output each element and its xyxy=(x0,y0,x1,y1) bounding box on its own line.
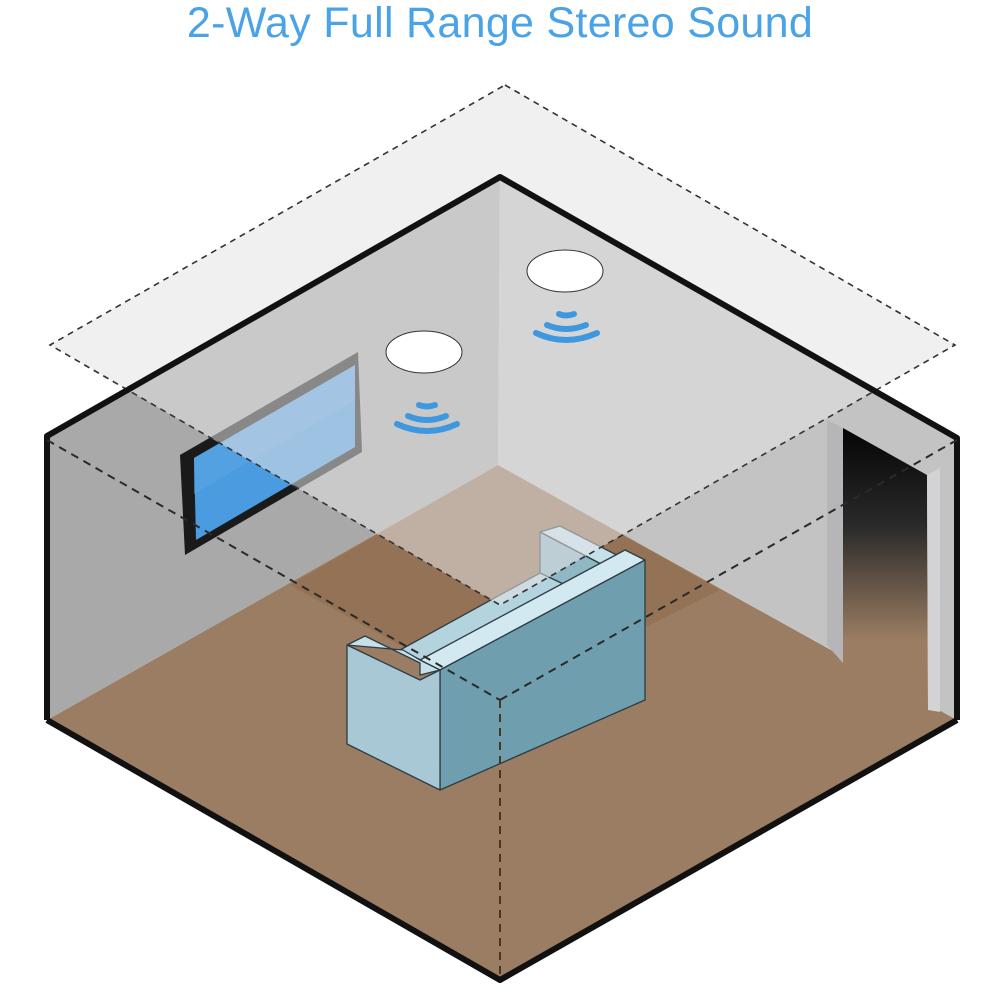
speaker-right xyxy=(526,249,604,293)
room-outline-bottom xyxy=(45,717,959,983)
room-dashed-guides xyxy=(46,439,958,975)
room-outline-top xyxy=(44,174,960,720)
page-title: 2-Way Full Range Stereo Sound xyxy=(186,0,814,47)
doorway xyxy=(827,420,940,712)
sound-wave-icon-left xyxy=(394,402,460,434)
ceiling-plane xyxy=(48,84,957,606)
sound-wave-icon-right xyxy=(533,311,600,343)
speaker-left xyxy=(385,330,463,374)
